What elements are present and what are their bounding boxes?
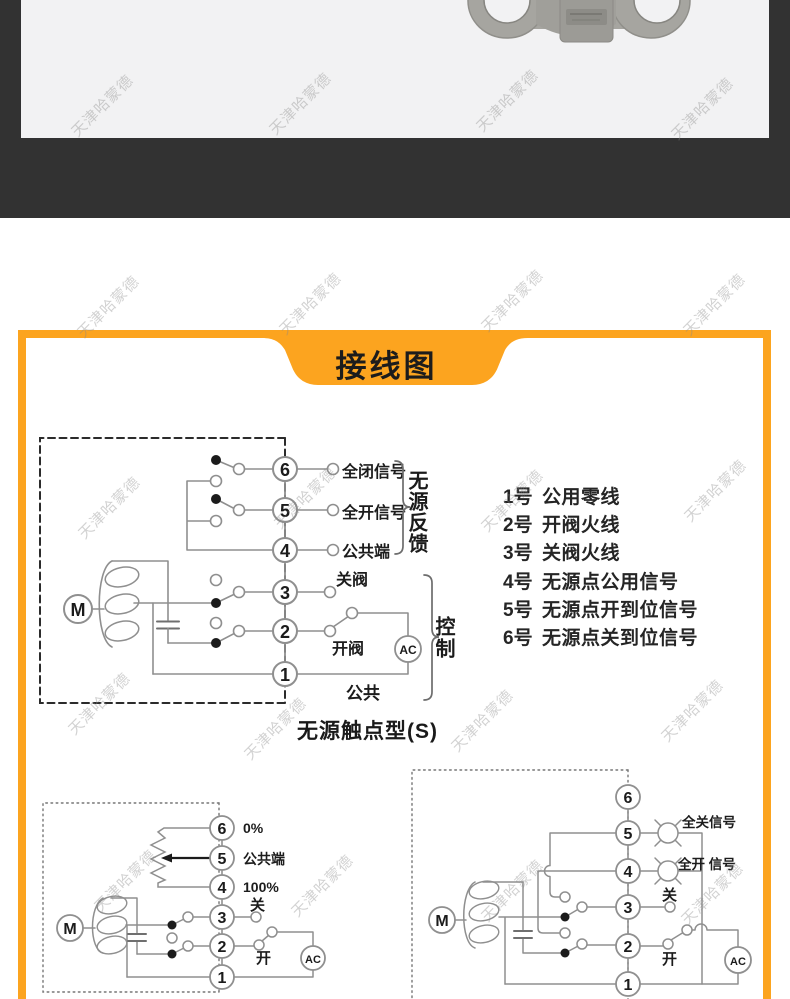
lamp-wiring-diagram: M AC 6 5 4 3 2 1 全关信号 全开 信号 关 开 — [411, 769, 752, 999]
terminal-number: 5 — [280, 501, 290, 521]
lamp-label-full-open: 全开 信号 — [677, 856, 736, 872]
signal-label-open-valve: 开阀 — [332, 639, 364, 658]
terminal-circles: 6 5 4 3 2 1 — [615, 784, 641, 997]
feedback-brace — [394, 460, 411, 555]
terminal-number: 3 — [280, 583, 290, 603]
list-item: 1号公用零线 — [503, 481, 698, 509]
ac-power-symbol — [300, 945, 326, 971]
motor-label: M — [435, 913, 448, 930]
terminal-number: 3 — [218, 910, 227, 927]
list-item: 3号关阀火线 — [503, 538, 698, 566]
terminal-no: 6号 — [503, 628, 533, 650]
terminal-desc: 关阀火线 — [542, 543, 621, 565]
signal-label-full-close: 全闭信号 — [341, 462, 406, 481]
pot-label-common: 公共端 — [243, 851, 285, 867]
signal-label-common-end: 公共端 — [342, 542, 390, 561]
lamp-label-full-close: 全关信号 — [681, 814, 736, 830]
terminal-no: 2号 — [503, 514, 533, 536]
terminal-number: 5 — [624, 826, 633, 843]
diagram-caption: 无源触点型(S) — [297, 720, 438, 743]
motor-symbol — [63, 594, 93, 624]
terminal-number: 3 — [624, 900, 633, 917]
terminal-desc: 无源点公用信号 — [542, 571, 679, 593]
actuator-bracket-image — [467, 0, 691, 43]
ac-label: AC — [399, 643, 417, 657]
terminal-desc: 公用零线 — [542, 486, 621, 508]
terminal-no: 5号 — [503, 599, 533, 621]
motor-symbol — [428, 906, 456, 934]
terminal-number: 6 — [624, 790, 633, 807]
terminal-number: 4 — [624, 864, 633, 881]
dark-band — [0, 0, 790, 218]
pot-label-open: 开 — [256, 950, 271, 967]
terminal-number: 1 — [218, 970, 227, 987]
terminal-number: 2 — [624, 939, 633, 956]
terminal-number: 2 — [280, 622, 290, 642]
wiring-diagram-frame — [18, 330, 771, 999]
ac-label: AC — [305, 954, 321, 966]
product-photo — [21, 0, 769, 138]
page-title: 接线图 — [335, 349, 438, 384]
lamp-label-close: 关 — [662, 886, 677, 904]
lamp-symbol-full-close — [654, 819, 682, 847]
list-item: 5号无源点开到位信号 — [503, 594, 698, 622]
signal-label-full-open: 全开信号 — [341, 503, 406, 522]
ac-power-symbol — [724, 946, 752, 974]
lamp-label-open: 开 — [662, 951, 677, 968]
wiper-arrow — [161, 853, 172, 863]
control-brace — [423, 574, 440, 701]
terminal-number: 1 — [280, 665, 290, 685]
pot-label-0pct: 0% — [243, 820, 264, 836]
terminal-desc: 无源点开到位信号 — [542, 599, 699, 621]
terminal-description-list: 1号公用零线 2号开阀火线 3号关阀火线 4号无源点公用信号 5号无源点开到位信… — [503, 481, 698, 651]
title-tab-shape — [261, 338, 528, 385]
ac-label: AC — [730, 956, 746, 968]
terminal-desc: 开阀火线 — [542, 514, 621, 536]
signal-label-close-valve: 关阀 — [336, 570, 368, 589]
terminal-circles: 6 5 4 3 2 1 — [209, 815, 235, 990]
signal-label-common: 公共 — [346, 684, 380, 703]
motor-symbol — [56, 914, 84, 942]
motor-label: M — [71, 600, 86, 620]
terminal-no: 1号 — [503, 486, 533, 508]
pot-wiring-diagram: M AC 6 5 4 3 2 1 0% 公共端 100% 关 — [42, 802, 326, 993]
terminal-desc: 无源点关到位信号 — [542, 628, 699, 650]
terminal-circles: 6 5 4 3 2 1 — [272, 456, 298, 687]
terminal-number: 6 — [280, 460, 290, 480]
ac-power-symbol — [394, 635, 422, 663]
list-item: 4号无源点公用信号 — [503, 566, 698, 594]
terminal-number: 2 — [218, 939, 227, 956]
feedback-group-label: 无源反馈 — [405, 470, 427, 554]
list-item: 2号开阀火线 — [503, 509, 698, 537]
terminal-number: 5 — [218, 851, 227, 868]
terminal-no: 3号 — [503, 543, 533, 565]
terminal-number: 4 — [280, 541, 290, 561]
list-item: 6号无源点关到位信号 — [503, 622, 698, 650]
motor-label: M — [63, 921, 76, 938]
main-wiring-diagram: M AC 6 5 4 3 2 1 全闭信号 全开信号 公共端 — [39, 437, 440, 704]
terminal-number: 6 — [218, 821, 227, 838]
terminal-number: 4 — [218, 880, 227, 897]
terminal-number: 1 — [624, 977, 633, 994]
lamp-symbol-full-open — [654, 857, 682, 885]
pot-label-close: 关 — [250, 896, 265, 914]
pot-label-100pct: 100% — [243, 879, 279, 895]
terminal-no: 4号 — [503, 571, 533, 593]
control-group-label: 控制 — [432, 616, 454, 660]
